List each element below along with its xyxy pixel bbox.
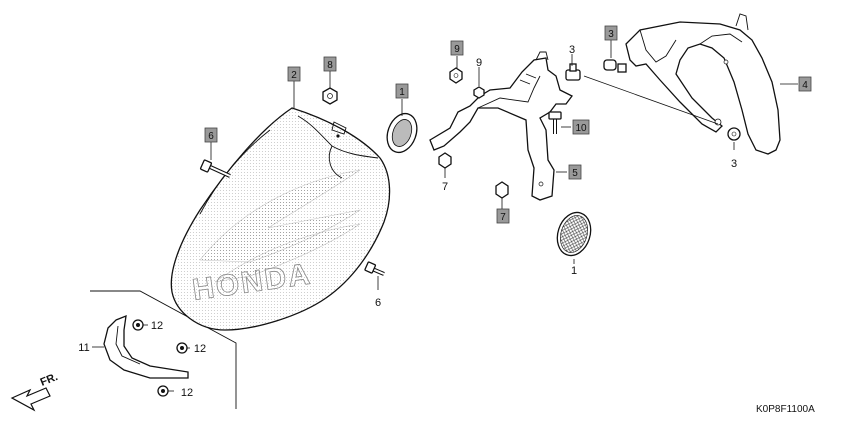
callout-box	[572, 119, 590, 135]
clip-3	[565, 63, 581, 81]
boxed-callout-4: 4	[798, 76, 812, 92]
boxed-callout-3: 3	[604, 25, 618, 41]
front-garnish	[103, 314, 189, 379]
nut-8	[322, 87, 338, 105]
callout-number: 12	[194, 343, 206, 355]
clip-12-c	[157, 385, 169, 397]
callout-number: 9	[476, 57, 482, 69]
callout-number: 3	[608, 29, 614, 40]
callout-box	[204, 127, 218, 143]
callout-number: 7	[500, 212, 506, 223]
boxed-callout-2: 2	[287, 66, 301, 82]
callout-box	[450, 40, 464, 56]
clip-12-b	[176, 342, 188, 354]
callout-11: 11	[78, 342, 89, 354]
callout-12: 12	[181, 387, 193, 399]
callout-box	[323, 56, 337, 72]
washer-3	[727, 127, 741, 141]
bolt-10	[548, 111, 562, 134]
assembly-line	[583, 75, 719, 125]
fender-stay-bracket	[429, 51, 573, 201]
callout-number: 7	[442, 181, 448, 193]
boxed-callout-10: 10	[572, 119, 590, 135]
nut-7-left	[438, 152, 452, 169]
callout-9: 9	[476, 57, 482, 69]
callout-number: 9	[454, 44, 460, 55]
boxed-callout-7: 7	[496, 208, 510, 224]
diagram-code: K0P8F1100A	[756, 404, 815, 415]
callout-number: 10	[575, 123, 587, 134]
callout-number: 4	[802, 80, 808, 91]
fr-label: FR.	[39, 371, 60, 389]
callout-6: 6	[375, 297, 381, 309]
front-fender: HONDA	[170, 107, 391, 331]
callout-number: 5	[572, 168, 578, 179]
callout-number: 12	[181, 387, 193, 399]
grommet-upper	[386, 112, 418, 154]
boxed-callout-9: 9	[450, 40, 464, 56]
callout-12: 12	[194, 343, 206, 355]
nut-9-small	[473, 86, 485, 99]
callout-box	[798, 76, 812, 92]
callout-number: 11	[78, 342, 89, 354]
callout-number: 6	[375, 297, 381, 309]
callout-number: 1	[399, 87, 405, 98]
callout-number: 2	[291, 70, 297, 81]
callout-box	[568, 164, 582, 180]
boxed-callout-8: 8	[323, 56, 337, 72]
mesh-cap	[556, 211, 592, 257]
callout-box	[604, 25, 618, 41]
callout-3: 3	[569, 44, 575, 56]
callout-number: 6	[208, 131, 214, 142]
boxed-callout-5: 5	[568, 164, 582, 180]
clip-12-a	[132, 319, 144, 331]
callout-number: 8	[327, 60, 333, 71]
leader-lines	[92, 40, 798, 392]
callout-number: 3	[569, 44, 575, 56]
callout-box	[496, 208, 510, 224]
callout-12: 12	[151, 320, 163, 332]
honda-wing-watermark	[199, 169, 361, 283]
callout-box	[395, 83, 409, 99]
callout-box	[287, 66, 301, 82]
clip-3-inner	[603, 59, 627, 73]
callout-1: 1	[571, 265, 577, 277]
bolt-left	[199, 159, 231, 178]
nut-9	[449, 67, 463, 84]
inner-fender	[625, 13, 781, 155]
front-direction-arrow: FR.	[10, 371, 60, 412]
boxed-callout-1: 1	[395, 83, 409, 99]
callout-number: 1	[571, 265, 577, 277]
callout-7: 7	[442, 181, 448, 193]
bolt-lower	[364, 261, 385, 276]
callout-number: 12	[151, 320, 163, 332]
nut-7-right	[495, 181, 509, 199]
callout-number: 3	[731, 158, 737, 170]
boxed-callout-6: 6	[204, 127, 218, 143]
callout-3: 3	[731, 158, 737, 170]
